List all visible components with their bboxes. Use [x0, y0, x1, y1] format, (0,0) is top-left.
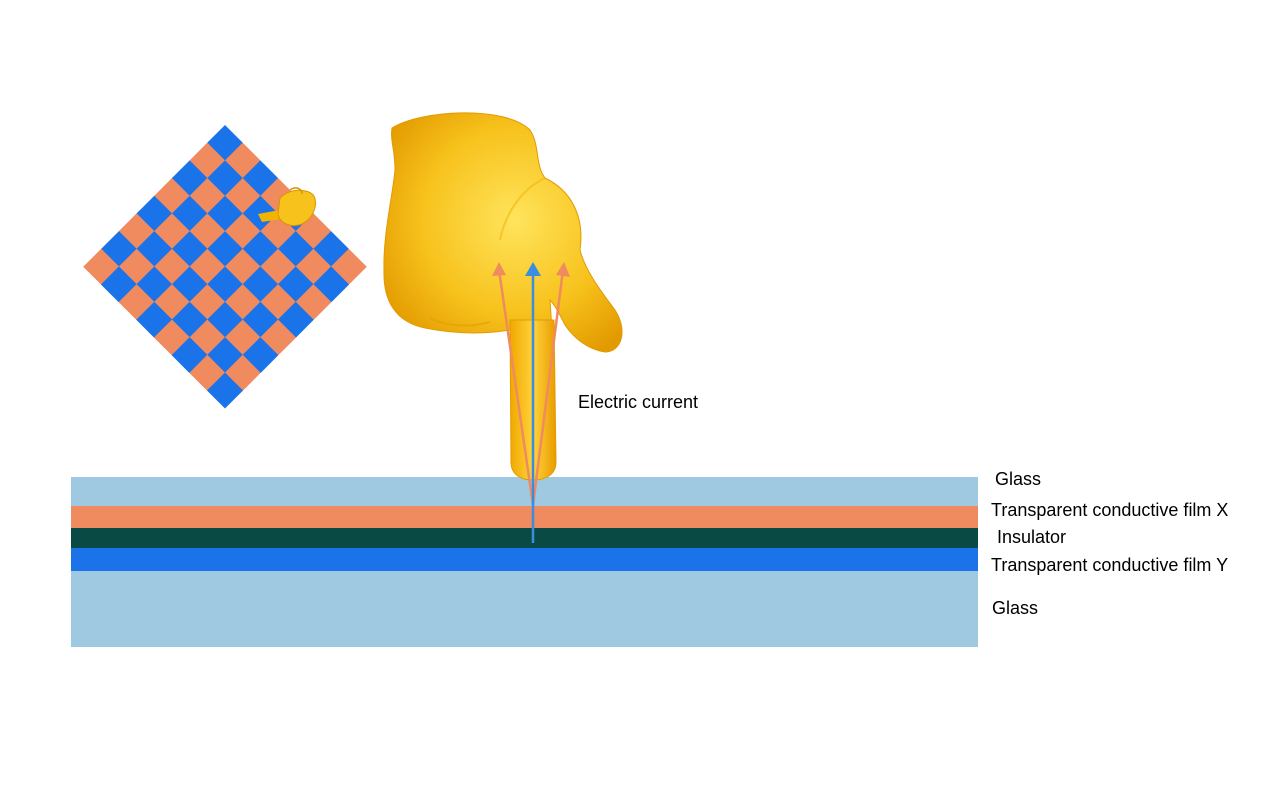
checker-cell: [206, 372, 244, 409]
glass-top-layer: [71, 477, 978, 506]
film-y-layer: [71, 548, 978, 571]
electric-current-label: Electric current: [578, 392, 699, 412]
film-x-label: Transparent conductive film X: [991, 500, 1229, 520]
glass-top-label: Glass: [995, 469, 1042, 489]
checkerboard-grid: [83, 125, 367, 409]
layer-stack: [71, 477, 978, 647]
orange-arrow-left: [497, 269, 535, 506]
blue-arrow-head: [525, 262, 541, 276]
small-pointing-hand-icon: [258, 187, 316, 227]
glass-bottom-label: Glass: [992, 598, 1039, 618]
film-x-layer: [71, 506, 978, 528]
orange-arrow-left-head: [492, 262, 506, 276]
current-arrows: [492, 262, 570, 543]
orange-arrow-right: [531, 269, 565, 506]
insulator-layer: [71, 528, 978, 548]
glass-bottom-layer: [71, 571, 978, 647]
insulator-label: Insulator: [997, 527, 1067, 547]
orange-arrow-right-head: [556, 262, 570, 277]
film-y-label: Transparent conductive film Y: [991, 555, 1229, 575]
